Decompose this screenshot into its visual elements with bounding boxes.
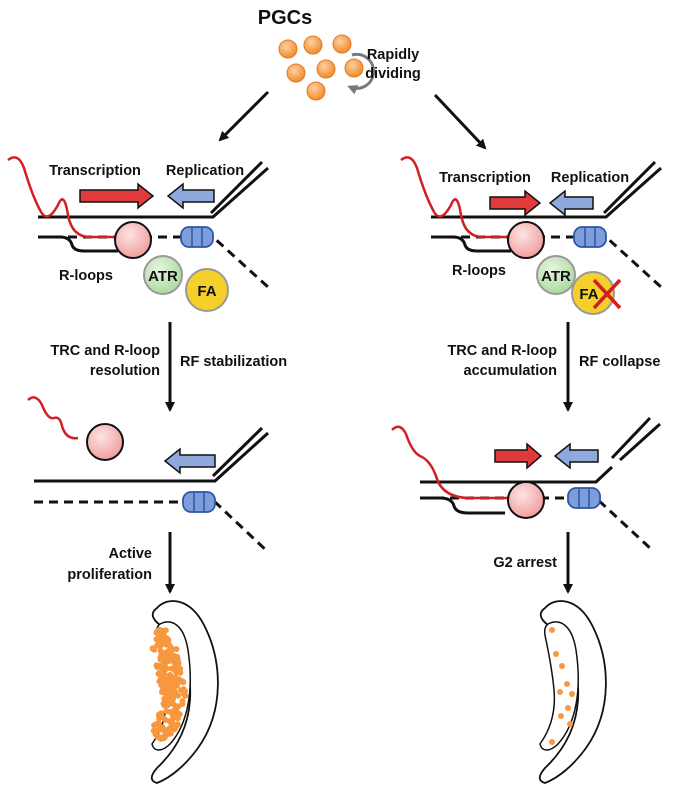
gonad-icon — [149, 600, 219, 784]
left-mid-label-right: RF stabilization — [180, 354, 287, 370]
transcription-label: Transcription — [49, 163, 141, 179]
rna-strand — [27, 396, 79, 440]
replication-arrow — [163, 447, 216, 475]
atr-protein — [536, 255, 576, 295]
rna-strand — [391, 425, 510, 500]
transcription-arrow — [79, 182, 155, 210]
left-bottom-label-1: Active — [108, 546, 152, 562]
atr-protein — [143, 255, 183, 295]
fa-label: FA — [197, 283, 216, 300]
pgc-note-line1: Rapidly — [367, 47, 419, 63]
cross-icon — [592, 278, 622, 310]
fa-protein — [185, 268, 229, 312]
cycle-arrow-icon — [347, 52, 376, 95]
replication-arrow — [548, 189, 594, 217]
transcription-arrow — [489, 189, 542, 217]
rna-polymerase — [507, 221, 545, 259]
rloops-label: R-loops — [452, 263, 506, 279]
right-fork-panel: Transcription Replication ATR FA R-loops — [400, 156, 663, 315]
left-bottom-label-2: proliferation — [67, 567, 152, 583]
right-mid-label-2: accumulation — [464, 363, 557, 379]
rloops-label: R-loops — [59, 268, 113, 284]
transcription-arrow — [494, 442, 543, 470]
right-mid-label-1: TRC and R-loop — [447, 343, 557, 359]
left-resolved-fork — [27, 396, 270, 554]
rna-polymerase — [507, 481, 545, 519]
replication-label: Replication — [551, 170, 629, 186]
rna-polymerase — [114, 221, 152, 259]
sparse-pgc-dots — [549, 627, 575, 745]
fa-label: FA — [579, 286, 598, 303]
left-mid-label-1: TRC and R-loop — [50, 343, 160, 359]
rna-polymerase — [86, 423, 124, 461]
right-collapsed-fork — [391, 416, 662, 550]
rna-strand — [400, 156, 518, 239]
right-mid-label-right: RF collapse — [579, 354, 660, 370]
gonad-icon — [538, 600, 607, 784]
replication-arrow — [166, 182, 215, 210]
atr-label: ATR — [148, 268, 178, 285]
replication-label: Replication — [166, 163, 244, 179]
rna-strand — [7, 156, 125, 239]
replication-arrow — [553, 442, 599, 470]
atr-label: ATR — [541, 268, 571, 285]
left-fork-panel: Transcription Replication ATR FA R-loops — [7, 156, 270, 312]
pgc-cluster — [278, 34, 364, 101]
arrow-to-right — [433, 93, 487, 150]
left-mid-label-2: resolution — [90, 363, 160, 379]
transcription-label: Transcription — [439, 170, 531, 186]
pgc-note-line2: dividing — [365, 66, 421, 82]
right-bottom-label: G2 arrest — [493, 555, 557, 571]
title: PGCs — [258, 7, 312, 29]
fa-protein — [571, 271, 615, 315]
arrow-to-left — [218, 90, 270, 142]
